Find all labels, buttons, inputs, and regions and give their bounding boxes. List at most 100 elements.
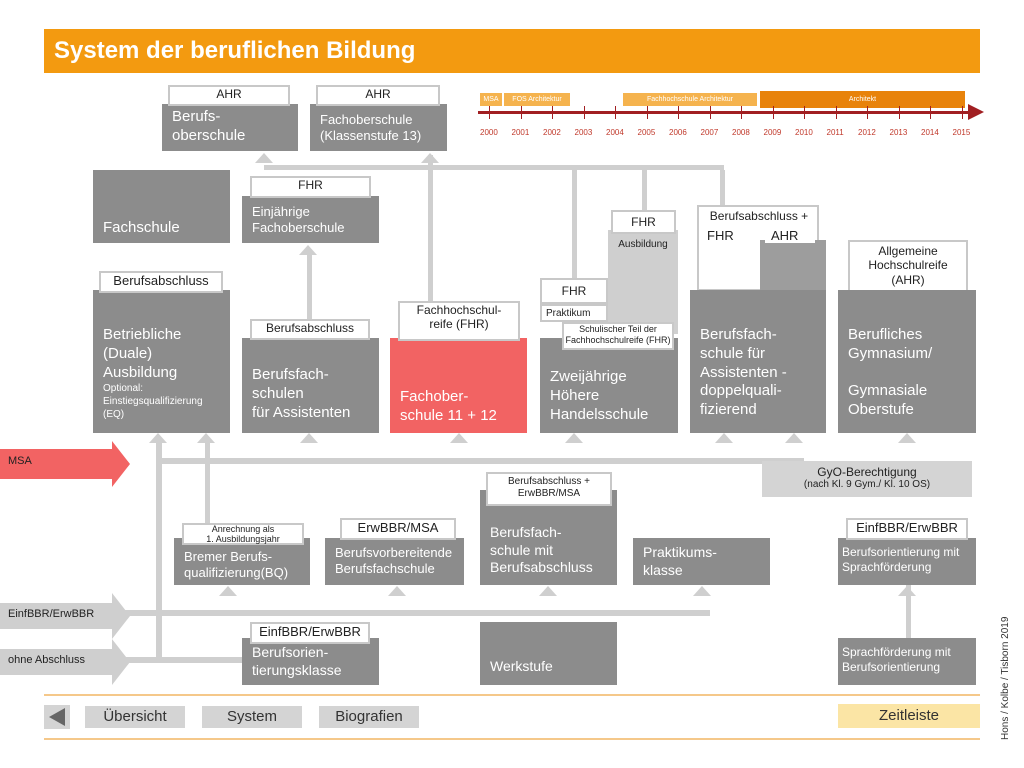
- nav-biografien[interactable]: Biografien: [319, 706, 419, 728]
- timeline-tick: [583, 106, 585, 119]
- box-fachschule[interactable]: Fachschule: [93, 170, 230, 243]
- label-praktikum: Praktikum: [540, 304, 608, 322]
- label-berufsabschluss-assistenten: Berufsabschluss: [250, 319, 370, 340]
- box-berufsfachschulen-assistenten[interactable]: Berufsfach- schulen für Assistenten: [242, 338, 379, 433]
- entry-msa-label: MSA: [8, 455, 32, 467]
- timeline-segment-fh[interactable]: Fachhochschule Architektur: [623, 93, 757, 106]
- box-berufsorientierung-sprachfoerderung[interactable]: Berufsorientierung mit Sprachförderung: [838, 538, 976, 585]
- box-praktikumsklasse[interactable]: Praktikums- klasse: [633, 538, 770, 585]
- connector-v6: [642, 170, 647, 210]
- box-berufliches-gymnasium[interactable]: Berufliches Gymnasium/ Gymnasiale Oberst…: [838, 290, 976, 433]
- arrow-up-icon: [693, 586, 711, 596]
- triangle-left-icon: [49, 708, 65, 726]
- box-einjaehrige-fachoberschule[interactable]: Einjährige Fachoberschule: [242, 196, 379, 243]
- label-berufsabschluss-betrieblich: Berufsabschluss: [99, 271, 223, 293]
- page-title: System der beruflichen Bildung: [54, 37, 416, 64]
- label-fhr-einjaehrige: FHR: [250, 176, 371, 198]
- timeline-tick: [835, 106, 837, 119]
- box-berufsoberschule[interactable]: Berufs- oberschule: [162, 104, 298, 151]
- timeline-tick: [804, 106, 805, 119]
- connector-v7: [720, 170, 725, 210]
- arrow-up-icon: [197, 433, 215, 443]
- label-ba-ahr: AHR: [765, 228, 815, 243]
- arrow-up-icon: [565, 433, 583, 443]
- timeline-tick: [646, 106, 648, 119]
- timeline-year: 2010: [795, 128, 813, 137]
- box-sprachfoerderung-berufsorientierung[interactable]: Sprachförderung mit Berufsorientierung: [838, 638, 976, 685]
- entry-ohne-abschluss[interactable]: ohne Abschluss: [0, 639, 130, 685]
- connector-v5: [572, 170, 577, 280]
- label-fhr-praktikum: FHR: [540, 278, 608, 304]
- connector-v4: [428, 155, 433, 305]
- timeline-tick: [898, 106, 900, 119]
- box-berufsfachschule-doppelqualifizierend[interactable]: Berufsfach- schule für Assistenten - dop…: [690, 290, 826, 433]
- timeline-segment-architekt[interactable]: Architekt: [760, 91, 965, 108]
- connector-v8: [906, 584, 911, 638]
- divider-top: [44, 694, 980, 696]
- box-betriebliche-ausbildung[interactable]: Betriebliche (Duale) Ausbildung Optional…: [93, 290, 230, 433]
- nav-zeitleiste[interactable]: Zeitleiste: [838, 704, 980, 728]
- timeline-tick: [678, 106, 679, 119]
- arrow-up-icon: [255, 153, 273, 163]
- box-bremer-berufsqualifizierung[interactable]: Bremer Berufs- qualifizierung(BQ): [174, 538, 310, 585]
- timeline-year: 2011: [826, 128, 844, 137]
- timeline-segment-msa[interactable]: MSA: [480, 93, 502, 106]
- label-ahr-fachoberschule: AHR: [316, 85, 440, 106]
- entry-einf-erw[interactable]: EinfBBR/ErwBBR: [0, 593, 130, 639]
- label-fhr-ausbildung: FHR: [611, 210, 676, 234]
- label-einf-erw-mid: EinfBBR/ErwBBR: [250, 622, 370, 644]
- arrow-up-icon: [388, 586, 406, 596]
- label-ba-fhr: FHR: [707, 228, 734, 243]
- back-button[interactable]: [44, 705, 70, 729]
- nav-uebersicht[interactable]: Übersicht: [85, 706, 185, 728]
- timeline-year: 2013: [889, 128, 908, 137]
- connector-v2: [205, 440, 210, 530]
- label-allgemeine-hochschulreife: Allgemeine Hochschulreife (AHR): [848, 240, 968, 292]
- timeline-year: 2007: [700, 128, 719, 137]
- connector-v1: [156, 440, 162, 660]
- timeline-tick: [552, 106, 553, 119]
- arrow-up-icon: [785, 433, 803, 443]
- timeline-year: 2015: [952, 128, 971, 137]
- label-fachhochschulreife: Fachhochschul- reife (FHR): [398, 301, 520, 341]
- timeline-year: 2001: [511, 128, 530, 137]
- arrow-up-icon: [539, 586, 557, 596]
- nav-system[interactable]: System: [202, 706, 302, 728]
- timeline-year: 2008: [732, 128, 750, 137]
- label-einf-erw-right: EinfBBR/ErwBBR: [846, 518, 968, 540]
- connector-v3: [307, 255, 312, 320]
- box-fachoberschule-13[interactable]: Fachoberschule (Klassenstufe 13): [310, 104, 447, 151]
- arrow-up-icon: [450, 433, 468, 443]
- timeline-year: 2006: [669, 128, 687, 137]
- arrow-up-icon: [299, 245, 317, 255]
- label-anrechnung: Anrechnung als 1. Ausbildungsjahr: [182, 523, 304, 545]
- title-bar: System der beruflichen Bildung: [44, 29, 980, 73]
- timeline-year: 2014: [921, 128, 939, 137]
- timeline-year: 2012: [858, 128, 876, 137]
- gyo-sub: (nach Kl. 9 Gym./ Kl. 10 OS): [803, 479, 931, 490]
- label-ba-top: Berufsabschluss +: [709, 209, 809, 223]
- box-handelsschule[interactable]: Zweijährige Höhere Handelsschule: [540, 338, 678, 433]
- entry-msa[interactable]: MSA: [0, 441, 130, 487]
- arrow-up-icon: [149, 433, 167, 443]
- box-berufsvorbereitende-berufsfachschule[interactable]: Berufsvorbereitende Berufsfachschule: [325, 538, 464, 585]
- timeline-tick: [772, 106, 774, 119]
- label-schulischer-teil: Schulischer Teil der Fachhochschulreife …: [562, 322, 674, 350]
- timeline-arrow-icon: [968, 104, 984, 120]
- arrow-up-icon: [421, 153, 439, 163]
- timeline-year: 2000: [480, 128, 498, 137]
- box-werkstufe[interactable]: Werkstufe: [480, 622, 617, 685]
- connector: [264, 165, 724, 170]
- betriebliche-title: Betriebliche (Duale) Ausbildung: [103, 326, 182, 381]
- box-fachoberschule-11-12[interactable]: Fachober- schule 11 + 12: [390, 338, 527, 433]
- arrow-up-icon: [300, 433, 318, 443]
- label-erwbbr-msa: ErwBBR/MSA: [340, 518, 456, 540]
- timeline-tick: [520, 106, 522, 119]
- box-ausbildung[interactable]: Ausbildung: [608, 230, 678, 334]
- timeline-segment-fos[interactable]: FOS Architektur: [504, 93, 570, 106]
- timeline-year: 2004: [606, 128, 624, 137]
- divider-bottom: [44, 738, 980, 740]
- box-gyo-berechtigung[interactable]: GyO-Berechtigung (nach Kl. 9 Gym./ Kl. 1…: [762, 461, 972, 497]
- box-berufsorientierungsklasse[interactable]: Berufsorien- tierungsklasse: [242, 638, 379, 685]
- label-ahr-berufsoberschule: AHR: [168, 85, 290, 106]
